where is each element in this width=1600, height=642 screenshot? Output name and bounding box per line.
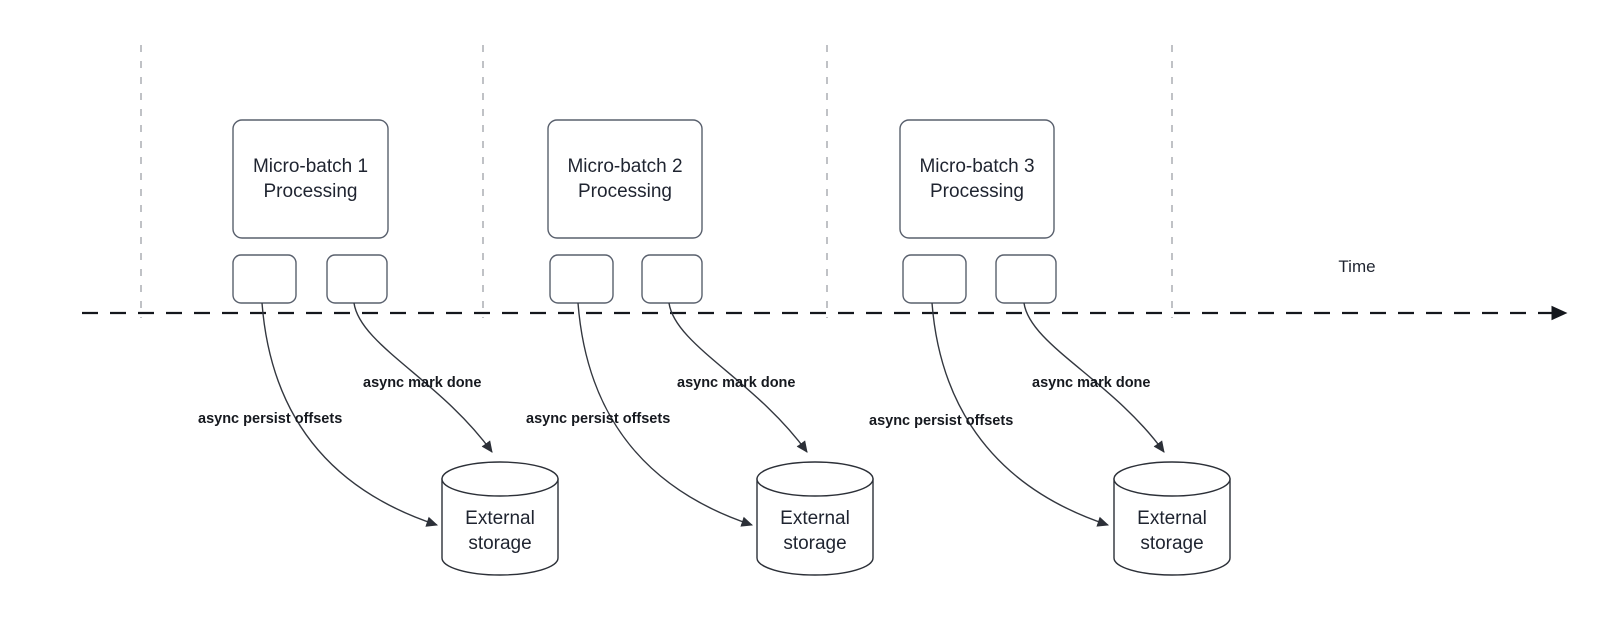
persist-offsets-edge-2-label: async persist offsets bbox=[526, 411, 670, 427]
micro-batch-1-title-line2: Processing bbox=[264, 181, 358, 202]
mark-done-edge-3-label: async mark done bbox=[1032, 375, 1150, 391]
mark-done-edge-1 bbox=[353, 302, 493, 453]
external-storage-3-label-line2: storage bbox=[1140, 533, 1203, 554]
micro-batch-2-title-line2: Processing bbox=[578, 181, 672, 202]
external-storage-3-top[interactable] bbox=[1113, 461, 1231, 497]
external-storage-2-label-line2: storage bbox=[783, 533, 846, 554]
external-storage-1-label-line1: External bbox=[465, 508, 535, 529]
external-storage-3-body bbox=[1113, 478, 1231, 576]
mark-done-1-marker[interactable] bbox=[326, 254, 388, 304]
mark-done-3-marker[interactable] bbox=[995, 254, 1057, 304]
external-storage-2-label-line1: External bbox=[780, 508, 850, 529]
mark-done-edge-3 bbox=[1023, 302, 1165, 453]
persist-offsets-2-marker[interactable] bbox=[549, 254, 614, 304]
micro-batch-1-box[interactable] bbox=[232, 119, 389, 239]
persist-offsets-edge-1-label: async persist offsets bbox=[198, 411, 342, 427]
micro-batch-2-title-line1: Micro-batch 2 bbox=[567, 156, 682, 177]
mark-done-edge-2-label: async mark done bbox=[677, 375, 795, 391]
external-storage-1-top[interactable] bbox=[441, 461, 559, 497]
persist-offsets-edge-3 bbox=[931, 302, 1109, 527]
persist-offsets-edge-1 bbox=[261, 302, 438, 527]
mark-done-2-marker[interactable] bbox=[641, 254, 703, 304]
micro-batch-3-box[interactable] bbox=[899, 119, 1055, 239]
micro-batch-3-title-line1: Micro-batch 3 bbox=[919, 156, 1034, 177]
external-storage-3-label-line1: External bbox=[1137, 508, 1207, 529]
time-axis-label: Time bbox=[1338, 257, 1375, 276]
mark-done-edge-1-label: async mark done bbox=[363, 375, 481, 391]
mark-done-edge-2 bbox=[668, 302, 808, 453]
persist-offsets-edge-3-label: async persist offsets bbox=[869, 413, 1013, 429]
time-axis-group: Time bbox=[82, 257, 1568, 321]
external-storage-1-body bbox=[441, 478, 559, 576]
micro-batch-1-title-line1: Micro-batch 1 bbox=[253, 156, 368, 177]
persist-offsets-1-marker[interactable] bbox=[232, 254, 297, 304]
external-storage-2-top[interactable] bbox=[756, 461, 874, 497]
external-storage-1-label-line2: storage bbox=[468, 533, 531, 554]
persist-offsets-edge-2 bbox=[577, 302, 753, 527]
external-storage-2-body bbox=[756, 478, 874, 576]
timeline-tick-group bbox=[140, 45, 1173, 318]
persist-offsets-3-marker[interactable] bbox=[902, 254, 967, 304]
micro-batch-3-title-line2: Processing bbox=[930, 181, 1024, 202]
micro-batch-2-box[interactable] bbox=[547, 119, 703, 239]
